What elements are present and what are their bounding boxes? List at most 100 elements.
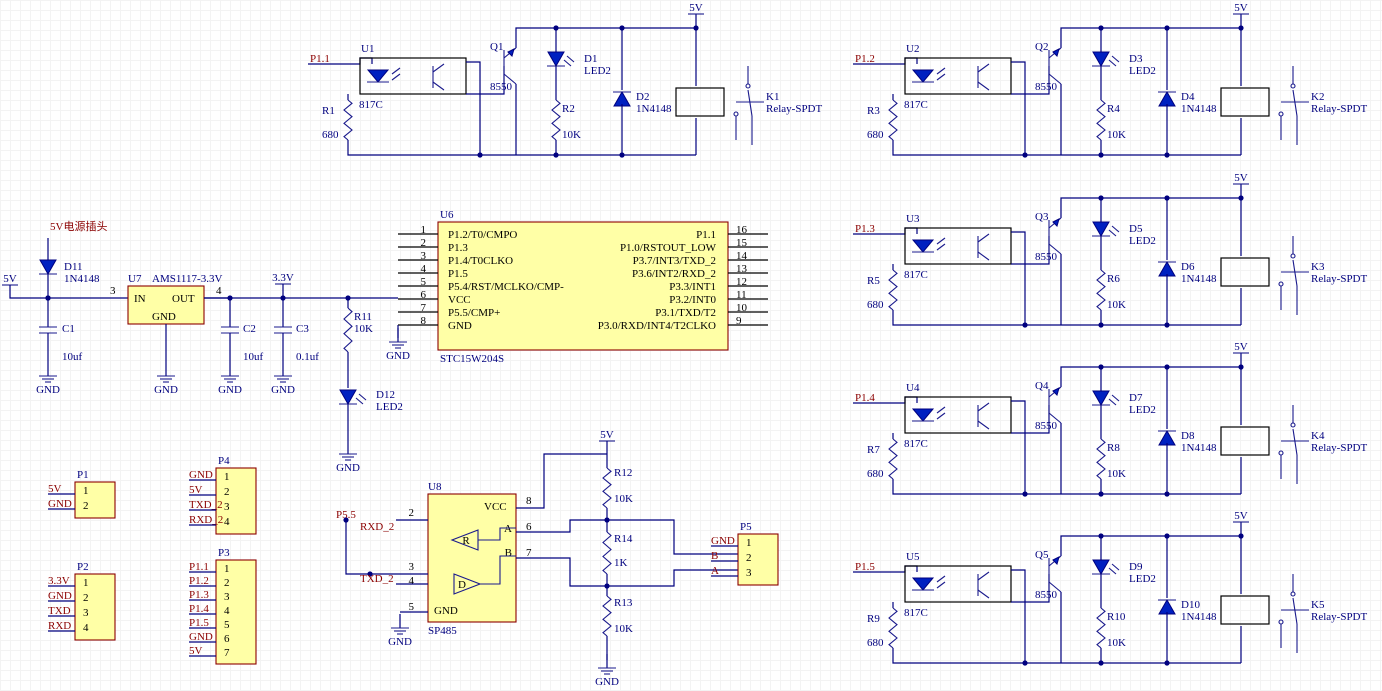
power-port: 5V xyxy=(688,2,704,15)
ref-label: D12 xyxy=(376,389,395,401)
pin-number: 1 xyxy=(224,563,230,575)
capacitor xyxy=(274,298,292,362)
junction-dot xyxy=(553,25,559,31)
value-label: 10K xyxy=(354,323,373,335)
wire xyxy=(892,310,1025,326)
pin-number: 4 xyxy=(224,516,230,528)
pin-number: 5 xyxy=(409,601,415,613)
transistor-collector xyxy=(1048,412,1062,424)
ground-symbol: GND xyxy=(36,362,60,396)
ground-symbol: GND xyxy=(595,654,619,688)
net-label: 5V xyxy=(189,645,203,657)
wire xyxy=(1060,27,1241,48)
opto-transistor-e xyxy=(977,420,990,430)
pin-name: VCC xyxy=(448,294,471,306)
pin-number: 4 xyxy=(216,285,222,297)
pin-number: 7 xyxy=(526,547,532,559)
pin-number: 3 xyxy=(224,591,230,603)
relay-terminal xyxy=(1278,619,1284,625)
led xyxy=(1092,559,1120,576)
opto-transistor-e xyxy=(977,589,990,599)
ref-label: U3 xyxy=(906,213,920,225)
bus-wire-a xyxy=(516,557,740,587)
ground-label: GND xyxy=(36,384,60,396)
value-label: 10uf xyxy=(243,351,264,363)
pin-name: P3.6/INT2/RXD_2 xyxy=(632,268,716,280)
value-label: 680 xyxy=(322,129,339,141)
ref-label: R2 xyxy=(562,103,575,115)
relay-terminal xyxy=(1290,253,1296,259)
part-label: 8550 xyxy=(1035,81,1058,93)
relay-coil xyxy=(1220,595,1270,625)
junction-dot xyxy=(45,295,51,301)
value-label: 10K xyxy=(1107,299,1126,311)
part-label: 817C xyxy=(904,99,928,111)
part-label: STC15W204S xyxy=(440,353,504,365)
ref-label: U5 xyxy=(906,551,920,563)
led-arrow xyxy=(1111,563,1120,571)
ref-label: C2 xyxy=(243,323,256,335)
junction-dot xyxy=(1098,364,1104,370)
relay-terminal xyxy=(733,111,739,117)
pin-name: IN xyxy=(134,293,146,305)
junction-dot xyxy=(1098,660,1104,666)
net-label: TXD xyxy=(48,605,71,617)
relay-channel: P1.2U2817CR3680Q28550D3LED2R410KD41N4148… xyxy=(853,2,1368,158)
part-label: Relay-SPDT xyxy=(1311,273,1368,285)
ref-label: U4 xyxy=(906,382,920,394)
ref-label: D3 xyxy=(1129,53,1143,65)
resistor xyxy=(1096,607,1106,649)
opto-arrow xyxy=(936,243,946,251)
net-label: GND xyxy=(189,469,213,481)
wire xyxy=(1011,231,1026,325)
pin-name: P1.3 xyxy=(448,242,468,254)
optocoupler-body xyxy=(904,565,1012,603)
pin-number: 7 xyxy=(224,647,230,659)
led-arrow xyxy=(358,393,367,401)
led xyxy=(1092,221,1120,238)
value-label: 680 xyxy=(867,129,884,141)
resistor xyxy=(343,99,353,141)
pin-number: 5 xyxy=(224,619,230,631)
net-label: 5V xyxy=(189,484,203,496)
ground-label: GND xyxy=(386,350,410,362)
wire xyxy=(515,27,696,48)
wire xyxy=(345,520,396,575)
pin-number: 2 xyxy=(409,507,415,519)
diode-triangle xyxy=(39,259,57,276)
pin-number: 15 xyxy=(736,237,748,249)
part-label: 817C xyxy=(904,607,928,619)
part-label: LED2 xyxy=(1129,65,1156,77)
pin-name: P3.7/INT3/TXD_2 xyxy=(633,255,716,267)
part-label: LED2 xyxy=(376,401,403,413)
part-label: LED2 xyxy=(1129,235,1156,247)
opto-transistor-c xyxy=(977,63,990,73)
ref-label: R1 xyxy=(322,105,335,117)
part-label: LED2 xyxy=(584,65,611,77)
pin-name: GND xyxy=(448,320,472,332)
diode-triangle xyxy=(1092,390,1110,407)
diode-triangle xyxy=(547,51,565,68)
pin-number: 4 xyxy=(224,605,230,617)
ground-symbol: GND xyxy=(271,362,295,396)
opto-led xyxy=(911,408,935,422)
power-port: 5V xyxy=(1233,510,1249,523)
ref-label: K2 xyxy=(1311,91,1324,103)
ref-label: K4 xyxy=(1311,430,1325,442)
mcu-body xyxy=(437,221,729,351)
net-label: RXD_2 xyxy=(360,521,394,533)
pin-number: 16 xyxy=(736,224,748,236)
net-label: GND xyxy=(48,590,72,602)
resistor xyxy=(1096,438,1106,480)
pin-name: P1.1 xyxy=(696,229,716,241)
value-label: 680 xyxy=(867,299,884,311)
resistor xyxy=(602,531,612,575)
driver-label: D xyxy=(458,579,466,591)
part-label: 8550 xyxy=(1035,420,1058,432)
relay-terminal xyxy=(1290,83,1296,89)
optocoupler-body xyxy=(904,227,1012,265)
pin-number: 6 xyxy=(421,289,427,301)
